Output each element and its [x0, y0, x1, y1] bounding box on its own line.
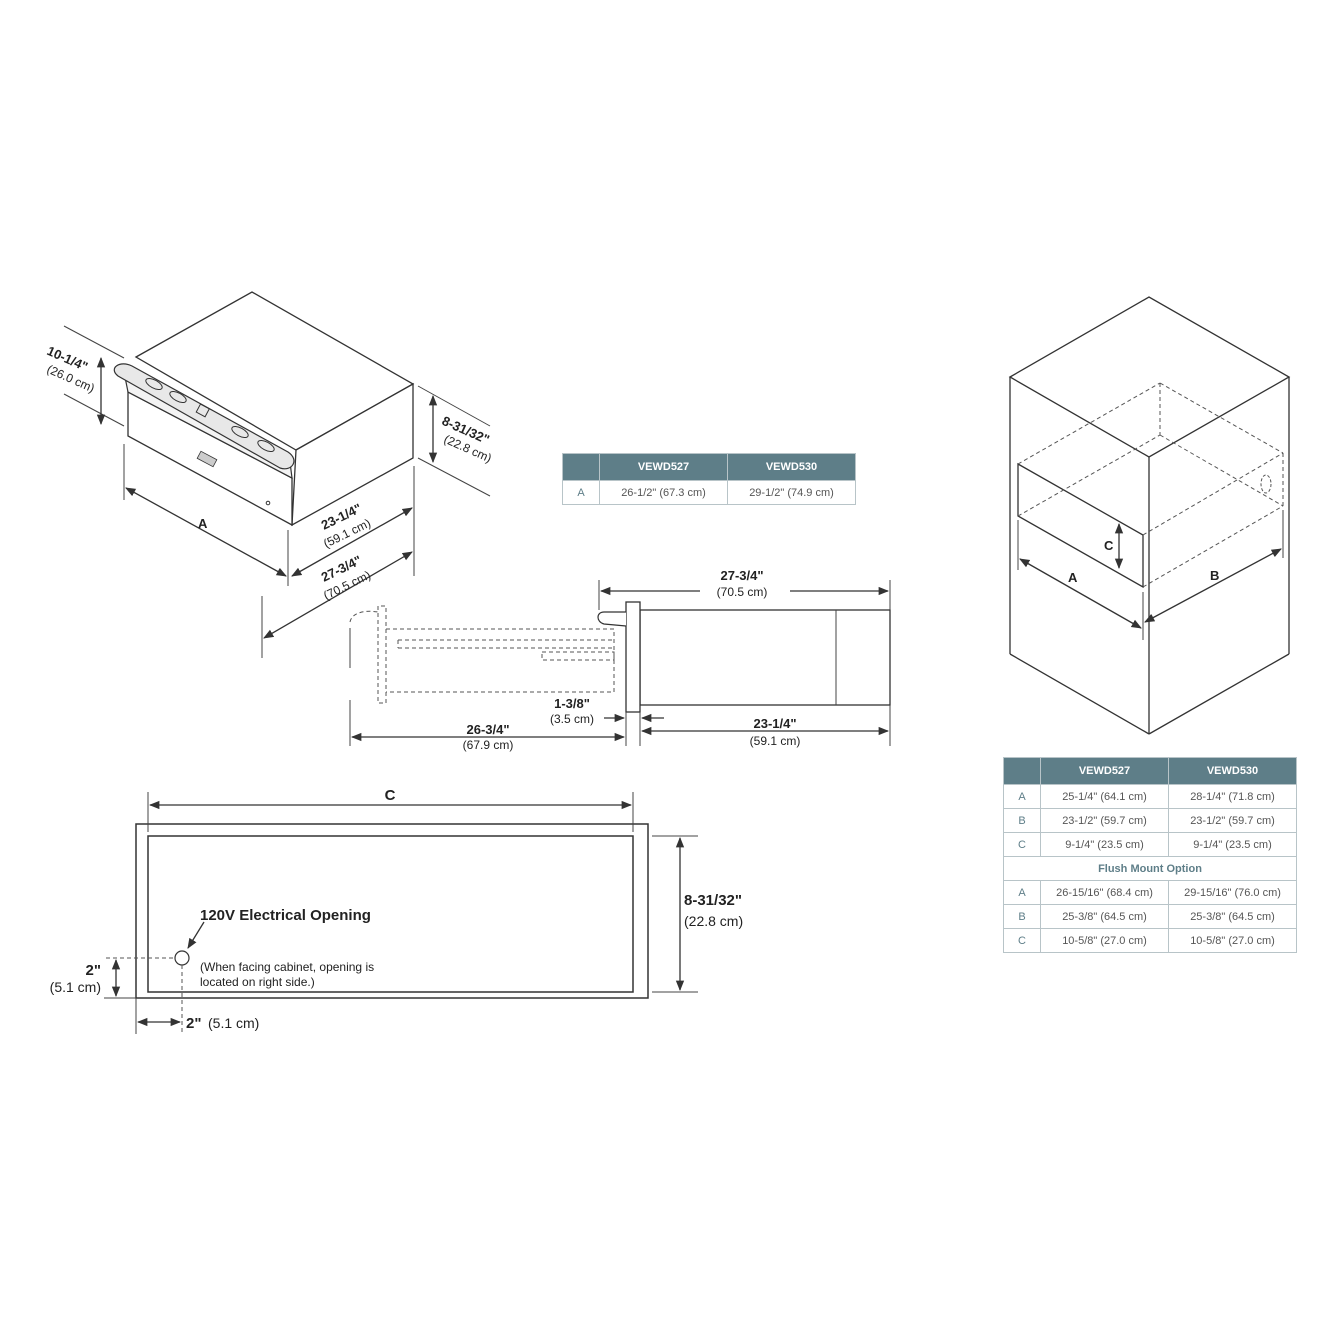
cell-vewd530: 10-5/8" (27.0 cm): [1168, 928, 1297, 953]
header-vewd527: VEWD527: [599, 453, 728, 481]
warming-drawer-isometric: 10-1/4" (26.0 cm) 8-31/32" (22.8 cm) A 2…: [45, 291, 494, 658]
cell-vewd530: 29-1/2" (74.9 cm): [727, 480, 856, 505]
cell-vewd530: 25-3/8" (64.5 cm): [1168, 904, 1297, 929]
section-row: Flush Mount Option: [1003, 856, 1297, 881]
drawer-body-profile: [639, 609, 891, 706]
body-depth-label: 23-1/4": [753, 716, 796, 731]
cabinet-label-a: A: [1068, 570, 1078, 585]
gap-label: 1-3/8": [554, 696, 590, 711]
drawer-side-face: [291, 382, 414, 527]
front-panel-profile: [625, 601, 641, 713]
electrical-note-line1: (When facing cabinet, opening is: [200, 960, 374, 974]
electrical-note-line2: located on right side.): [200, 975, 315, 989]
electrical-outlet-icon: [1260, 474, 1272, 494]
cutout-opening: [147, 835, 634, 993]
cabinet-isometric-view: C A B: [1008, 296, 1291, 735]
control-knob-icon: [257, 439, 275, 453]
row-key: C: [1003, 832, 1041, 857]
vertical-offset-cm: (5.1 cm): [50, 979, 101, 995]
cabinet-dimension-table: VEWD527 VEWD530 A 25-1/4" (64.1 cm) 28-1…: [1003, 757, 1297, 953]
horizontal-offset-cm: (5.1 cm): [208, 1015, 259, 1031]
control-knob-icon: [231, 425, 249, 439]
side-overall-cm: (70.5 cm): [717, 585, 768, 599]
cell-vewd527: 9-1/4" (23.5 cm): [1040, 832, 1169, 857]
table-row: C 10-5/8" (27.0 cm) 10-5/8" (27.0 cm): [1003, 928, 1297, 953]
cutout-height-label: 8-31/32": [684, 892, 742, 909]
header-vewd530: VEWD530: [727, 453, 856, 481]
row-key: A: [562, 480, 600, 505]
control-knob-icon: [145, 377, 163, 391]
electrical-opening-title: 120V Electrical Opening: [200, 907, 371, 924]
electrical-opening-icon: [174, 950, 190, 966]
row-key: A: [1003, 880, 1041, 905]
cell-vewd530: 28-1/4" (71.8 cm): [1168, 784, 1297, 809]
extension-cm: (67.9 cm): [463, 738, 514, 752]
table-row: B 25-3/8" (64.5 cm) 25-3/8" (64.5 cm): [1003, 904, 1297, 929]
row-key: C: [1003, 928, 1041, 953]
cell-vewd530: 9-1/4" (23.5 cm): [1168, 832, 1297, 857]
table-header-row: VEWD527 VEWD530: [1003, 757, 1297, 785]
extension-label: 26-3/4": [466, 722, 509, 737]
cabinet-outer-frame: [135, 823, 649, 999]
cell-vewd530: 29-15/16" (76.0 cm): [1168, 880, 1297, 905]
table-row: A 26-15/16" (68.4 cm) 29-15/16" (76.0 cm…: [1003, 880, 1297, 905]
header-vewd527: VEWD527: [1040, 757, 1169, 785]
cell-vewd530: 23-1/2" (59.7 cm): [1168, 808, 1297, 833]
cell-vewd527: 23-1/2" (59.7 cm): [1040, 808, 1169, 833]
side-profile-view: 27-3/4" (70.5 cm) 26-3/4" (67.9 cm) 23-1…: [349, 568, 891, 752]
header-key: [562, 453, 600, 481]
cell-vewd527: 26-1/2" (67.3 cm): [599, 480, 728, 505]
gap-cm: (3.5 cm): [550, 712, 594, 726]
header-key: [1003, 757, 1041, 785]
handle-profile: [597, 611, 627, 627]
cutout-height-cm: (22.8 cm): [684, 913, 743, 929]
cabinet-label-b: B: [1210, 568, 1219, 583]
table-row: B 23-1/2" (59.7 cm) 23-1/2" (59.7 cm): [1003, 808, 1297, 833]
cell-vewd527: 25-1/4" (64.1 cm): [1040, 784, 1169, 809]
table-row: A 26-1/2" (67.3 cm) 29-1/2" (74.9 cm): [562, 480, 856, 505]
model-width-table: VEWD527 VEWD530 A 26-1/2" (67.3 cm) 29-1…: [562, 453, 856, 505]
width-key-a: A: [198, 516, 208, 531]
header-vewd530: VEWD530: [1168, 757, 1297, 785]
body-depth-cm: (59.1 cm): [750, 734, 801, 748]
row-key: A: [1003, 784, 1041, 809]
table-row: C 9-1/4" (23.5 cm) 9-1/4" (23.5 cm): [1003, 832, 1297, 857]
row-key: B: [1003, 808, 1041, 833]
table-row: A 25-1/4" (64.1 cm) 28-1/4" (71.8 cm): [1003, 784, 1297, 809]
cell-vewd527: 25-3/8" (64.5 cm): [1040, 904, 1169, 929]
control-knob-icon: [169, 390, 187, 404]
cutout-width-key: C: [385, 787, 396, 804]
cutout-front-view: C 8-31/32" (22.8 cm) 120V Electrical Ope…: [50, 787, 743, 1034]
control-switch-icon: [195, 403, 210, 418]
vertical-offset-label: 2": [86, 962, 101, 979]
cell-vewd527: 26-15/16" (68.4 cm): [1040, 880, 1169, 905]
logo-badge-icon: [196, 450, 218, 468]
row-key: B: [1003, 904, 1041, 929]
side-overall-label: 27-3/4": [720, 568, 763, 583]
flush-mount-section-title: Flush Mount Option: [1003, 856, 1297, 881]
cell-vewd527: 10-5/8" (27.0 cm): [1040, 928, 1169, 953]
horizontal-offset-label: 2": [186, 1015, 201, 1032]
table-header-row: VEWD527 VEWD530: [562, 453, 856, 481]
cabinet-label-c: C: [1104, 538, 1114, 553]
